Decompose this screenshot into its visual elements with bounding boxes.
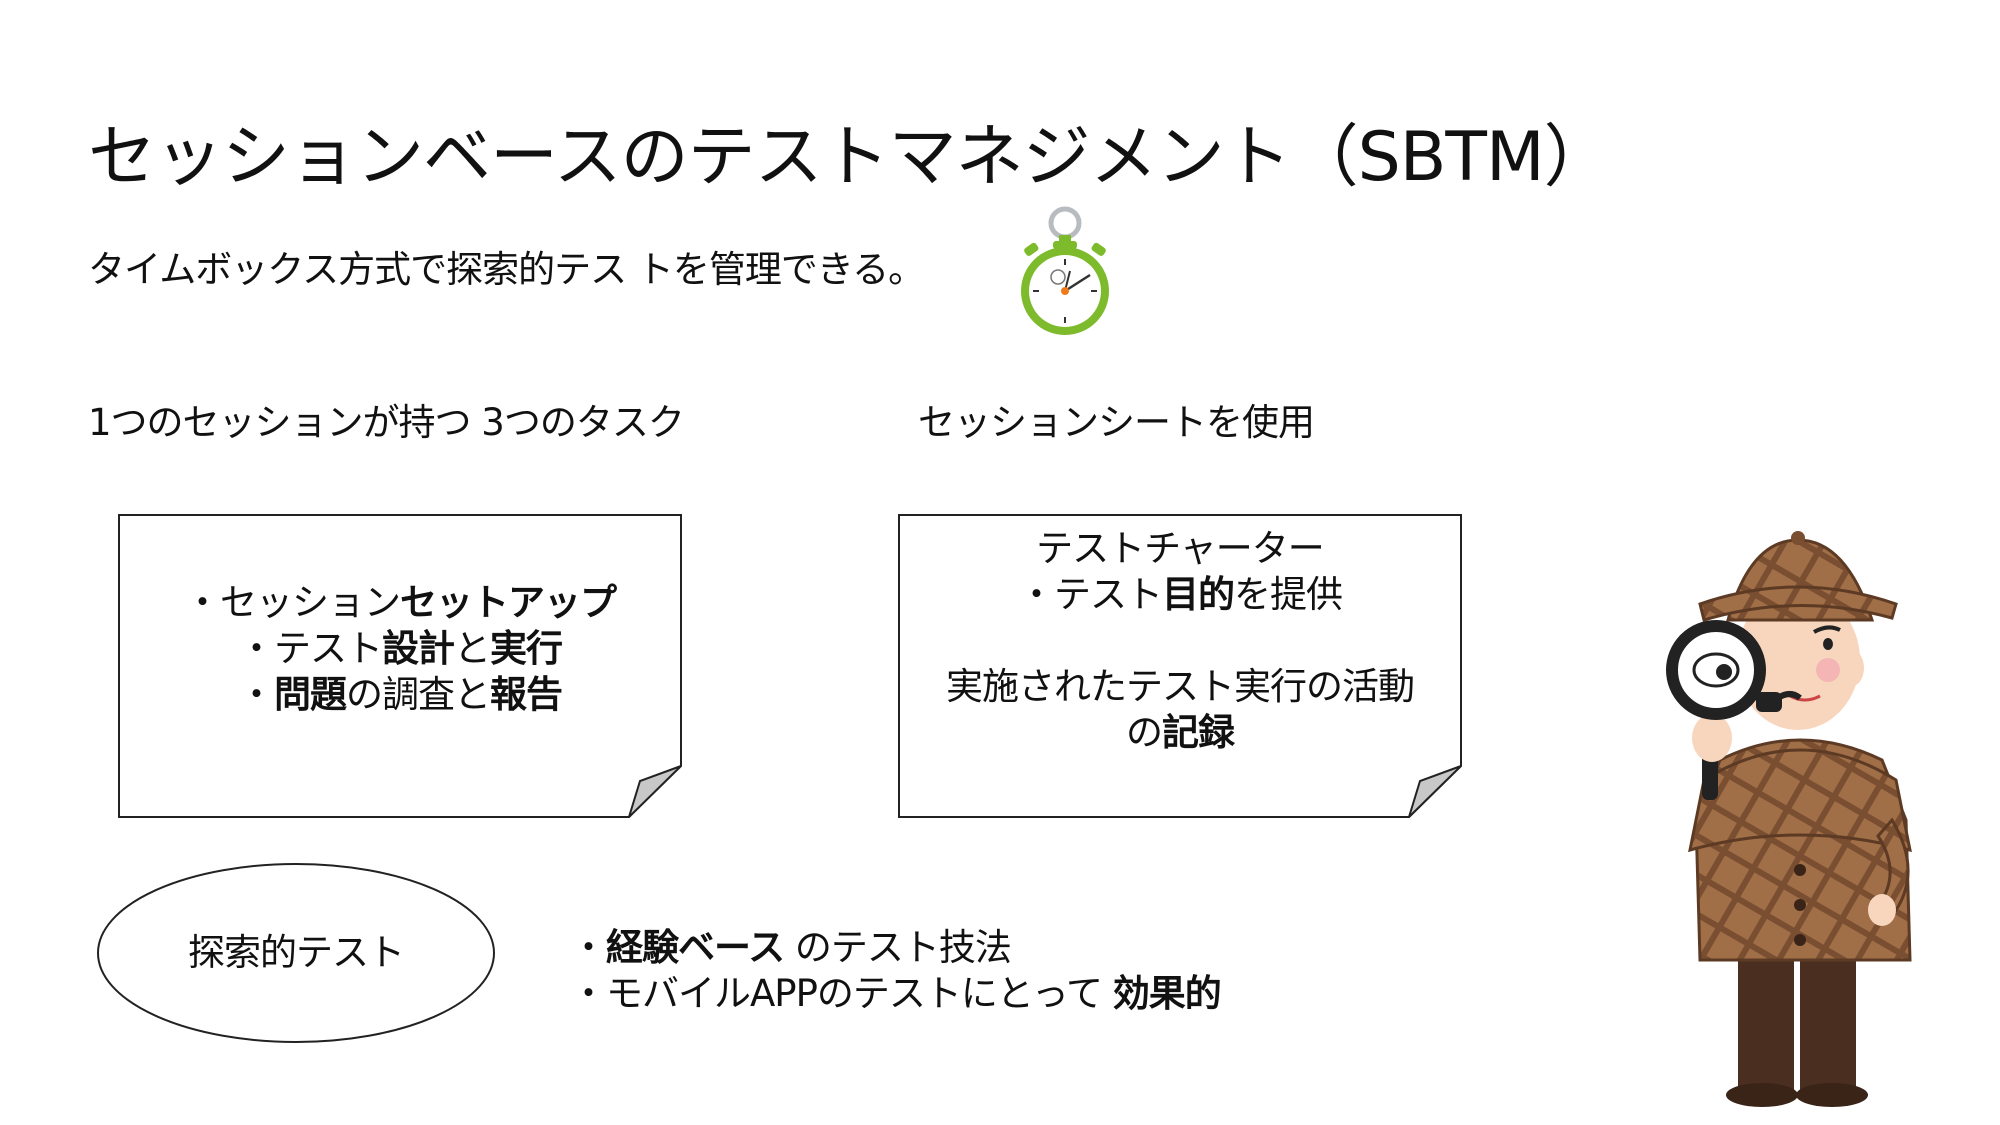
stopwatch-icon bbox=[1021, 206, 1109, 335]
slide-subtitle: タイムボックス方式で探索的テス トを管理できる。 bbox=[88, 248, 925, 291]
task-setup: ・セッションセットアップ bbox=[184, 581, 617, 624]
exploratory-test-ellipse bbox=[97, 863, 495, 1043]
session-sheet-heading: セッションシートを使用 bbox=[918, 401, 1315, 444]
test-charter-label: テストチャーター bbox=[1036, 527, 1325, 570]
tasks-heading: 1つのセッションが持つ 3つのタスク bbox=[88, 401, 685, 444]
session-sheet-note: テストチャーター ・テスト目的を提供 実施されたテスト実行の活動 の記録 bbox=[898, 526, 1462, 766]
detective-illustration bbox=[1666, 531, 1912, 1107]
slide-title: セッションベースのテストマネジメント（SBTM） bbox=[88, 118, 1612, 197]
exploratory-bullets: ・経験ベース のテスト技法 ・モバイルAPPのテストにとって 効果的 bbox=[570, 925, 1222, 1017]
session-sheet-note-shape bbox=[898, 514, 1462, 818]
task-investigate-report: ・問題の調査と報告 bbox=[238, 673, 563, 716]
bullet-experience-based: ・経験ベース のテスト技法 bbox=[570, 926, 1012, 969]
exploratory-test-ellipse-text: 探索的テスト bbox=[96, 862, 496, 1044]
charter-purpose: ・テスト目的を提供 bbox=[1018, 573, 1343, 616]
bullet-mobile-effective: ・モバイルAPPのテストにとって 効果的 bbox=[570, 972, 1222, 1015]
exploratory-test-label: 探索的テスト bbox=[188, 931, 405, 974]
task-design-execute: ・テスト設計と実行 bbox=[238, 627, 563, 670]
activity-record-line: 実施されたテスト実行の活動 bbox=[946, 665, 1415, 708]
tasks-note-shape bbox=[118, 514, 682, 818]
tasks-note: ・セッションセットアップ ・テスト設計と実行 ・問題の調査と報告 bbox=[118, 514, 682, 784]
activity-record-line-2: の記録 bbox=[1126, 711, 1235, 754]
